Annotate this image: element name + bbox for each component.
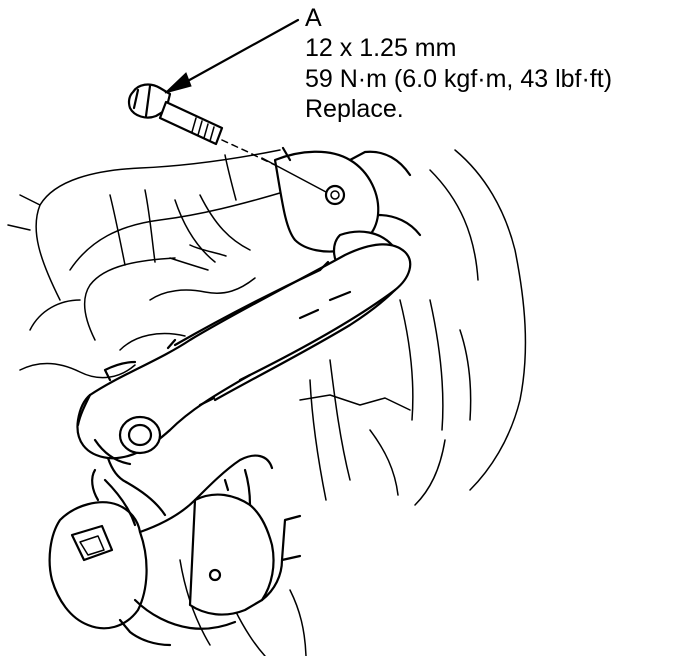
bolt-a-illustration <box>127 83 276 166</box>
mount-arm <box>76 243 412 484</box>
callout-letter: A <box>305 4 322 32</box>
background-structure <box>7 149 527 656</box>
torque-spec: 59 N·m (6.0 kgf·m, 43 lbf·ft) <box>305 65 613 93</box>
bolt-size-spec: 12 x 1.25 mm <box>305 34 457 62</box>
bolt-insertion-line <box>261 157 327 193</box>
lower-bracket <box>48 454 302 647</box>
leader-arrow <box>164 18 300 94</box>
replace-note: Replace. <box>305 95 404 123</box>
